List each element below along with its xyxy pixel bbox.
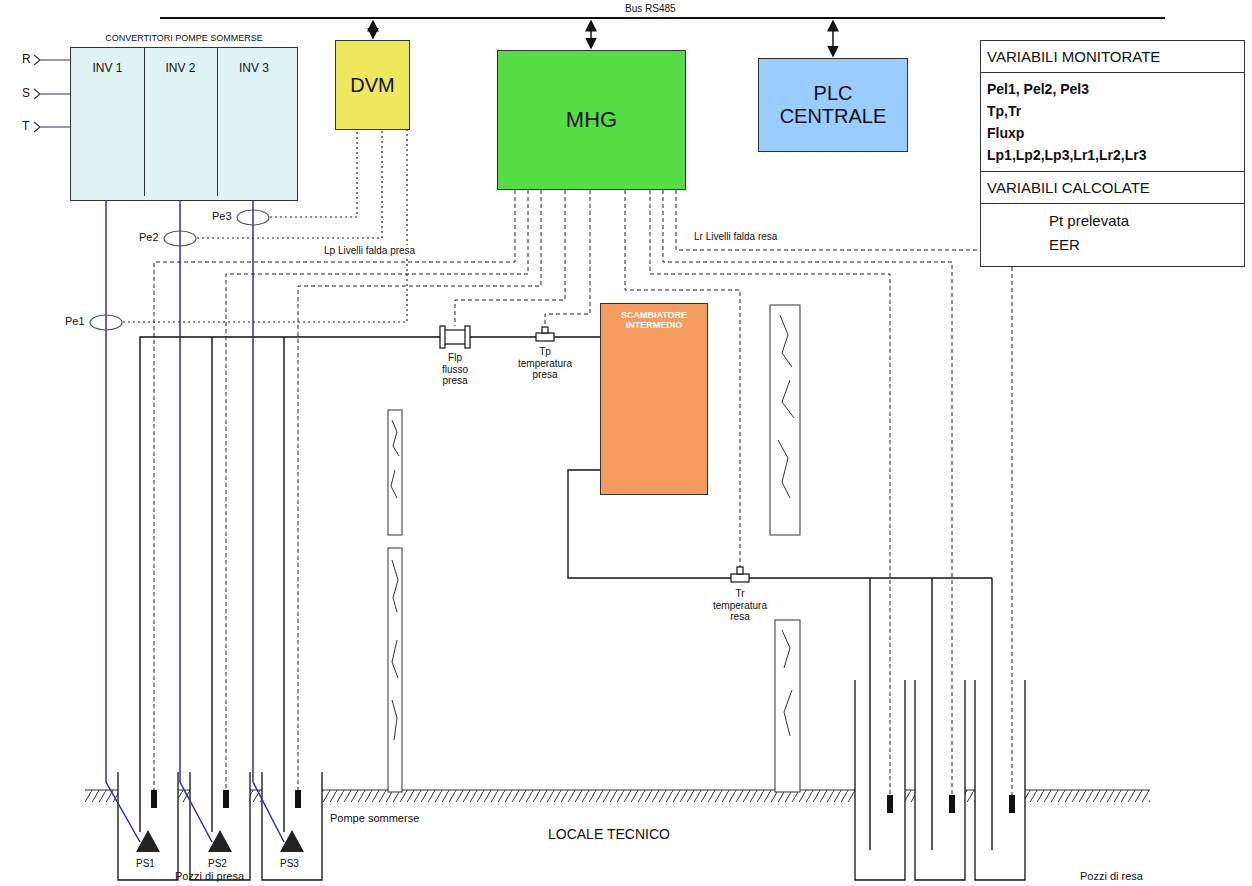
controller-box: MHG — [497, 50, 686, 190]
table-cell: Tp,Tr — [981, 100, 1244, 122]
clamp-label: Pe2 — [137, 231, 161, 243]
inverter-label: INV 2 — [144, 61, 217, 75]
clamp-ellipse — [236, 209, 270, 226]
inverter-cell: INV 2 — [144, 48, 218, 196]
diagram-label: T — [22, 120, 29, 134]
inverter-cell: INV 1 — [71, 48, 145, 196]
clamp-ellipse — [89, 314, 123, 331]
water-pipe — [140, 337, 992, 850]
plc-box: PLC CENTRALE — [758, 58, 908, 152]
clamp-ellipse — [237, 210, 269, 225]
power-cable — [106, 195, 284, 842]
diagram-label: Lp Livelli falda presa — [322, 245, 417, 257]
bus-link — [832, 21, 834, 56]
well — [118, 680, 1025, 880]
current-clamp: Pe1 — [63, 314, 123, 331]
bus-link — [372, 21, 374, 38]
diagram-label: Pompe sommerse — [330, 812, 419, 825]
variables-table: VARIABILI MONITORATEPel1, Pel2, Pel3Tp,T… — [980, 40, 1245, 267]
diagram-label: PS1 — [136, 858, 155, 870]
clamp-ellipse — [90, 315, 122, 330]
diagram-label: S — [22, 87, 30, 101]
table-cell: Pel1, Pel2, Pel3 — [981, 73, 1244, 100]
diagram-label: Pozzi di presa — [175, 870, 244, 883]
diagram-label: PS2 — [208, 858, 227, 870]
diagram-label: LOCALE TECNICO — [548, 826, 670, 842]
bus-link — [590, 21, 592, 48]
box-label: DVM — [350, 74, 394, 97]
diagram-label: Tr temperatura resa — [709, 588, 771, 623]
heat-exchanger: SCAMBIATORE INTERMEDIO — [600, 303, 708, 495]
supply-lines — [34, 55, 70, 132]
box-label: PLC CENTRALE — [776, 82, 891, 128]
diagram-label: PS3 — [280, 858, 299, 870]
table-header: VARIABILI CALCOLATE — [981, 171, 1244, 204]
inverter-cell: INV 3 — [217, 48, 291, 196]
table-cell: Fluxp — [981, 122, 1244, 144]
level-sensor — [151, 790, 1015, 813]
wall — [388, 305, 800, 792]
flow-sensor — [440, 326, 470, 348]
clamp-ellipse — [164, 231, 196, 246]
inverter-label: INV 3 — [217, 61, 291, 75]
diagram-label: R — [22, 53, 31, 67]
diagram-label: Tp temperatura presa — [514, 346, 576, 381]
table-cell: EER — [981, 233, 1244, 266]
clamp-label: Pe3 — [210, 210, 234, 222]
clamp-label: Pe1 — [63, 315, 87, 327]
box-label: MHG — [566, 107, 617, 133]
meter-box: DVM — [335, 40, 410, 130]
current-clamp: Pe2 — [137, 230, 197, 247]
table-cell: Pt prelevata — [981, 204, 1244, 233]
diagram-label: Lr Livelli falda resa — [692, 231, 779, 243]
exchanger-label: SCAMBIATORE INTERMEDIO — [605, 310, 703, 330]
diagram-label: Pozzi di resa — [1080, 870, 1143, 883]
current-clamp: Pe3 — [210, 209, 270, 226]
bus-line — [160, 17, 1165, 19]
table-header: VARIABILI MONITORATE — [981, 41, 1244, 73]
inverter-label: INV 1 — [71, 61, 144, 75]
converter-box: CONVERTITORI POMPE SOMMERSEINV 1INV 2INV… — [70, 47, 298, 201]
table-cell: Lp1,Lp2,Lp3,Lr1,Lr2,Lr3 — [981, 144, 1244, 171]
signal-line — [154, 190, 1012, 795]
clamp-ellipse — [163, 230, 197, 247]
group-heading: CONVERTITORI POMPE SOMMERSE — [71, 33, 297, 43]
diagram-label: Flp flusso presa — [435, 352, 475, 387]
diagram-label: Bus RS485 — [625, 3, 676, 15]
